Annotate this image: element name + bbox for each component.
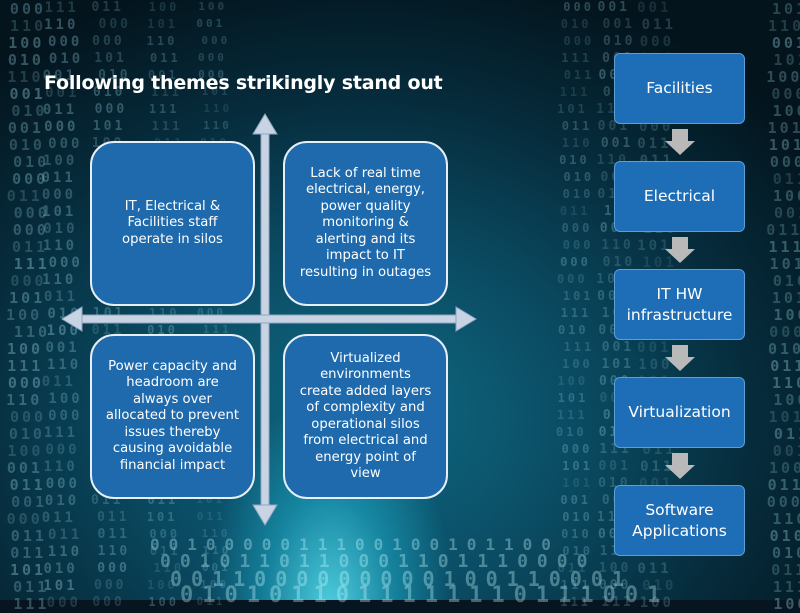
quadrant-top-left: IT, Electrical & Facilities staff operat…	[90, 141, 255, 306]
flow-box-electrical: Electrical	[614, 161, 745, 232]
flow-label: Virtualization	[628, 403, 731, 421]
right-arrow-icon	[455, 306, 477, 332]
quadrant-bottom-left: Power capacity and headroom are always o…	[90, 334, 255, 499]
quadrant-axes	[61, 113, 477, 526]
quadrant-bottom-right: Virtualized environments create added la…	[283, 334, 448, 499]
flow-label: Electrical	[643, 187, 716, 205]
flow-label: Software Applications	[632, 500, 727, 540]
horizontal-axis-line	[79, 314, 459, 324]
slide-title: Following themes strikingly stand out	[44, 72, 443, 94]
left-arrow-icon	[61, 306, 83, 332]
down-arrow-icon	[665, 129, 695, 155]
flow-box-virtualization: Virtualization	[614, 377, 745, 448]
flow-label: IT HW infrastructure	[626, 284, 733, 324]
quadrant-text: IT, Electrical & Facilities staff operat…	[122, 198, 223, 247]
quadrant-top-right: Lack of real time electrical, energy, po…	[283, 141, 448, 306]
quadrant-text: Power capacity and headroom are always o…	[105, 358, 240, 473]
quadrant-text: Lack of real time electrical, energy, po…	[299, 165, 432, 280]
flow-box-it-hw-infrastructure: IT HW infrastructure	[614, 269, 745, 340]
quadrant-text: Virtualized environments create added la…	[299, 350, 432, 482]
down-arrow-icon	[252, 504, 278, 526]
flow-label: Facilities	[646, 79, 713, 97]
down-arrow-icon	[665, 237, 695, 263]
down-arrow-icon	[665, 453, 695, 479]
flow-box-facilities: Facilities	[614, 53, 745, 124]
up-arrow-icon	[252, 113, 278, 135]
flow-box-software-applications: Software Applications	[614, 485, 745, 556]
down-arrow-icon	[665, 345, 695, 371]
